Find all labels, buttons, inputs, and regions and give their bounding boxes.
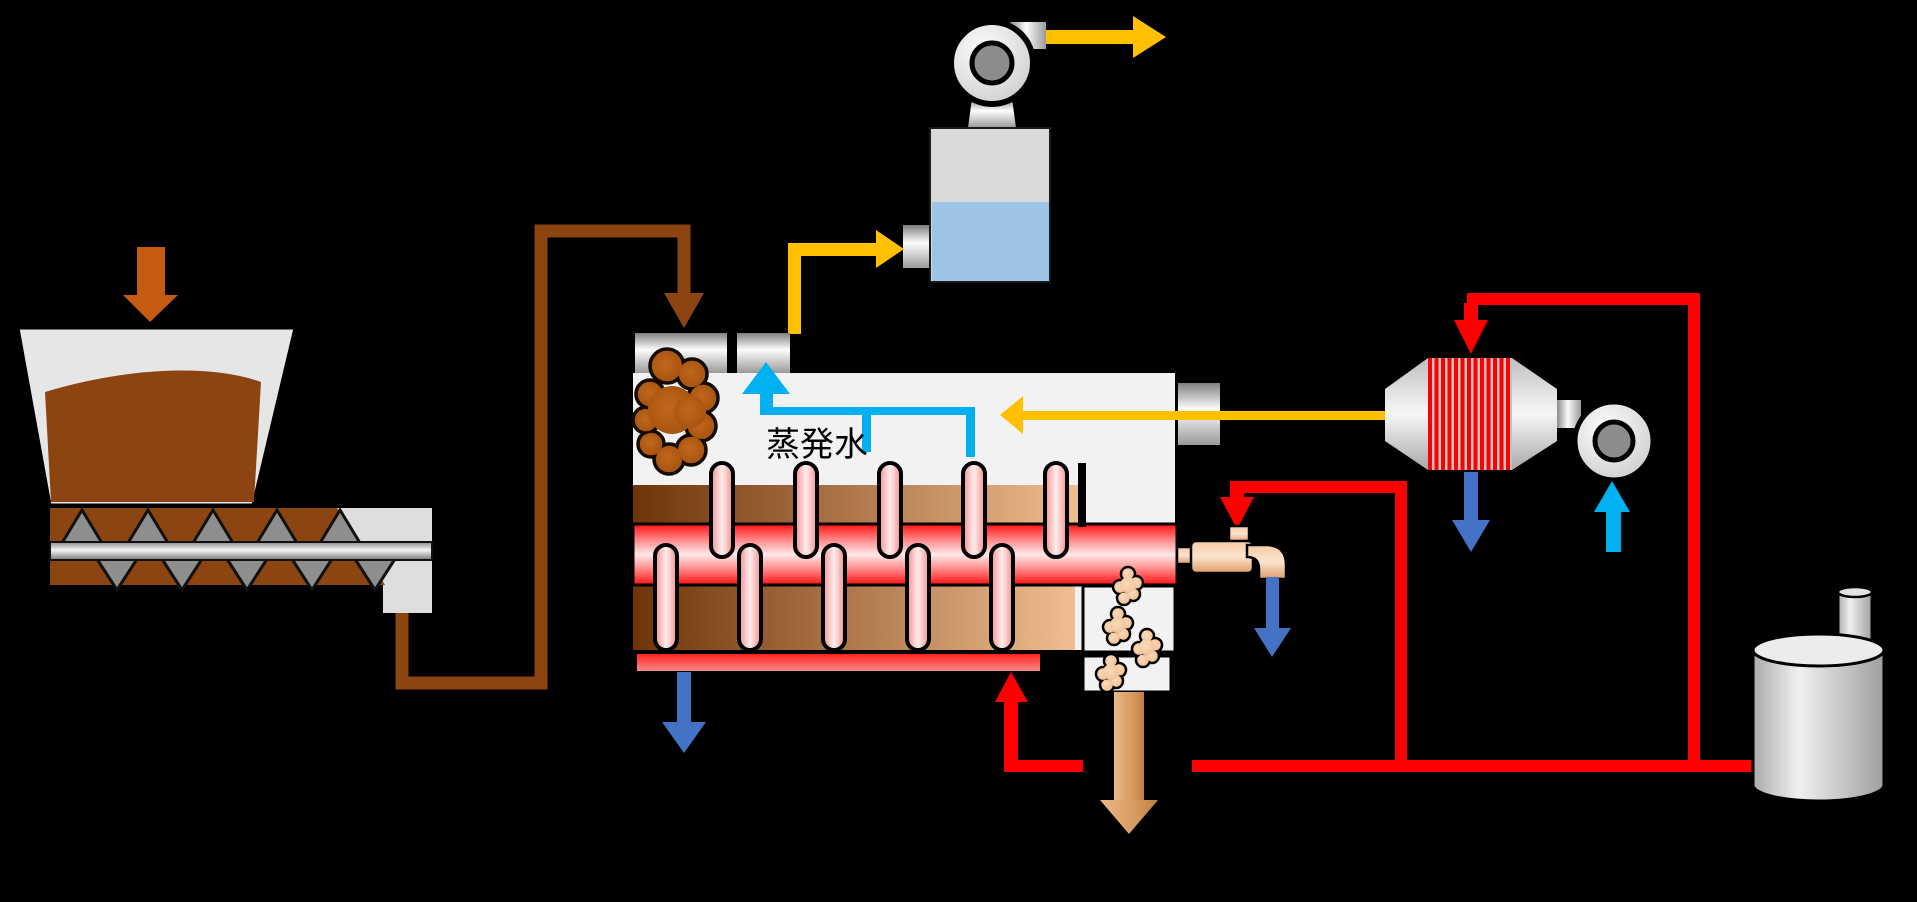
steam-to-shaft-arrowhead: [1220, 497, 1254, 529]
evaporated-water-label: 蒸発水: [766, 426, 868, 464]
steam-inlet-arrowhead: [995, 672, 1028, 702]
vapor-duct-arrowhead: [876, 230, 904, 268]
paddle: [793, 461, 819, 559]
boiler-shell: [1751, 650, 1886, 803]
conveyor-discharge-chute: [383, 585, 432, 613]
sludge-inlet-arrowhead: [123, 295, 178, 322]
evaporated-water-manifold: [742, 362, 975, 457]
paddle: [989, 543, 1015, 652]
steam-boiler: [1751, 585, 1886, 803]
paddle: [709, 461, 735, 559]
steam-to-hx-arrowhead: [1454, 320, 1488, 354]
sludge-bed-upper: [633, 485, 1080, 525]
condensate-drain-arrow: [1266, 577, 1279, 630]
vapor-duct-vertical: [788, 243, 801, 334]
boiler-top: [1751, 632, 1886, 668]
faucet-spout: [1245, 543, 1288, 581]
feed-pipe-line: [395, 224, 691, 690]
exhaust-gas-arrowhead: [1133, 16, 1166, 58]
exhaust-gas-arrow: [1045, 30, 1135, 44]
vapor-duct-horizontal: [792, 243, 878, 256]
hx-condensate-arrow: [1464, 472, 1478, 522]
vapor-cloud-icon: [631, 347, 720, 476]
heat-exchanger-unit: [1385, 293, 1700, 766]
heating-jacket: [637, 654, 1040, 671]
dried-product-clumps: [1094, 565, 1164, 694]
overflow-weir: [1078, 463, 1086, 527]
steam-riser-line: [1688, 293, 1700, 766]
fresh-air-arrow: [1606, 508, 1621, 552]
hot-gas-line: [1023, 411, 1385, 420]
hx-tube-bundle: [1428, 358, 1512, 470]
paddle: [821, 543, 847, 652]
feed-pipe-arrowhead: [664, 293, 704, 328]
dried-product-arrow: [1100, 692, 1158, 834]
sludge-inlet-arrow: [137, 247, 165, 297]
hopper-sludge: [45, 370, 261, 502]
condensate-drain-arrow: [677, 672, 691, 724]
paddle: [961, 461, 987, 559]
paddle-dryer: 蒸発水: [631, 333, 1753, 834]
paddle: [737, 543, 763, 652]
hot-gas-arrowhead: [1000, 396, 1023, 434]
feed-pipe: [395, 224, 704, 690]
steam-top-line: [1467, 293, 1700, 305]
paddle: [877, 461, 903, 559]
screw-conveyor: [49, 507, 433, 613]
tank-inlet-port: [903, 225, 930, 268]
steam-supply-line: [995, 672, 1753, 772]
blower-pedestal: [968, 98, 1016, 128]
tank-water: [932, 202, 1049, 281]
steam-branch-line: [1237, 481, 1401, 493]
paddles-lower: [653, 543, 1015, 652]
screw-flights: [59, 507, 398, 593]
paddle: [905, 543, 931, 652]
paddle: [653, 543, 679, 652]
paddles-upper: [709, 461, 1069, 559]
screw-shaft: [49, 541, 433, 561]
paddle: [1043, 461, 1069, 559]
evaporated-water-arrowhead: [742, 362, 790, 394]
sludge-hopper: [16, 247, 297, 507]
vapor-tank-and-blower: [788, 16, 1166, 334]
hx-left-cone: [1385, 358, 1428, 470]
rotary-joint-faucet: [1175, 481, 1407, 766]
faucet-body: [1189, 539, 1255, 575]
